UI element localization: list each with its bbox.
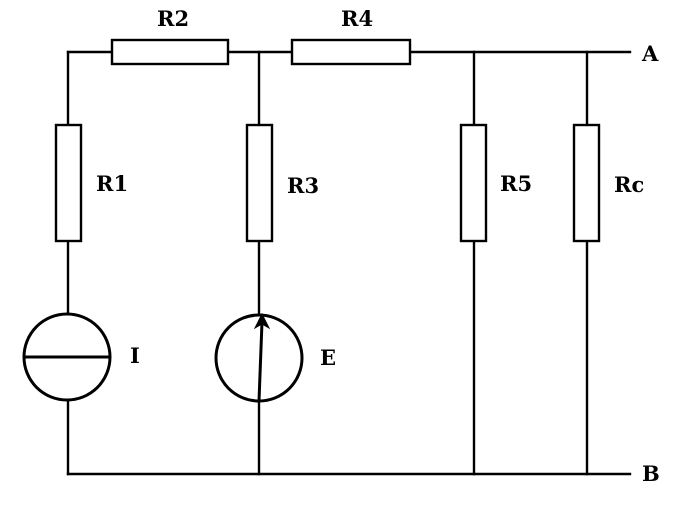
label-rc: Rc <box>614 172 644 197</box>
voltage-source-e <box>214 312 304 403</box>
resistor-rc <box>572 123 601 243</box>
label-r3: R3 <box>287 173 319 198</box>
resistor-r5 <box>459 123 488 243</box>
label-r1: R1 <box>96 171 128 196</box>
resistor-r2 <box>110 38 230 66</box>
label-r4: R4 <box>341 6 373 31</box>
resistor-r3 <box>245 123 274 243</box>
label-node-a: A <box>641 41 659 66</box>
resistor-r1 <box>54 123 83 243</box>
label-r2: R2 <box>157 6 189 31</box>
arrow-up-icon <box>253 312 271 330</box>
label-voltage-source: E <box>320 345 336 370</box>
label-node-b: B <box>642 461 660 486</box>
resistor-r4 <box>290 38 412 66</box>
label-current-source: I <box>130 343 140 368</box>
label-r5: R5 <box>500 171 532 196</box>
current-source-i <box>22 312 112 402</box>
